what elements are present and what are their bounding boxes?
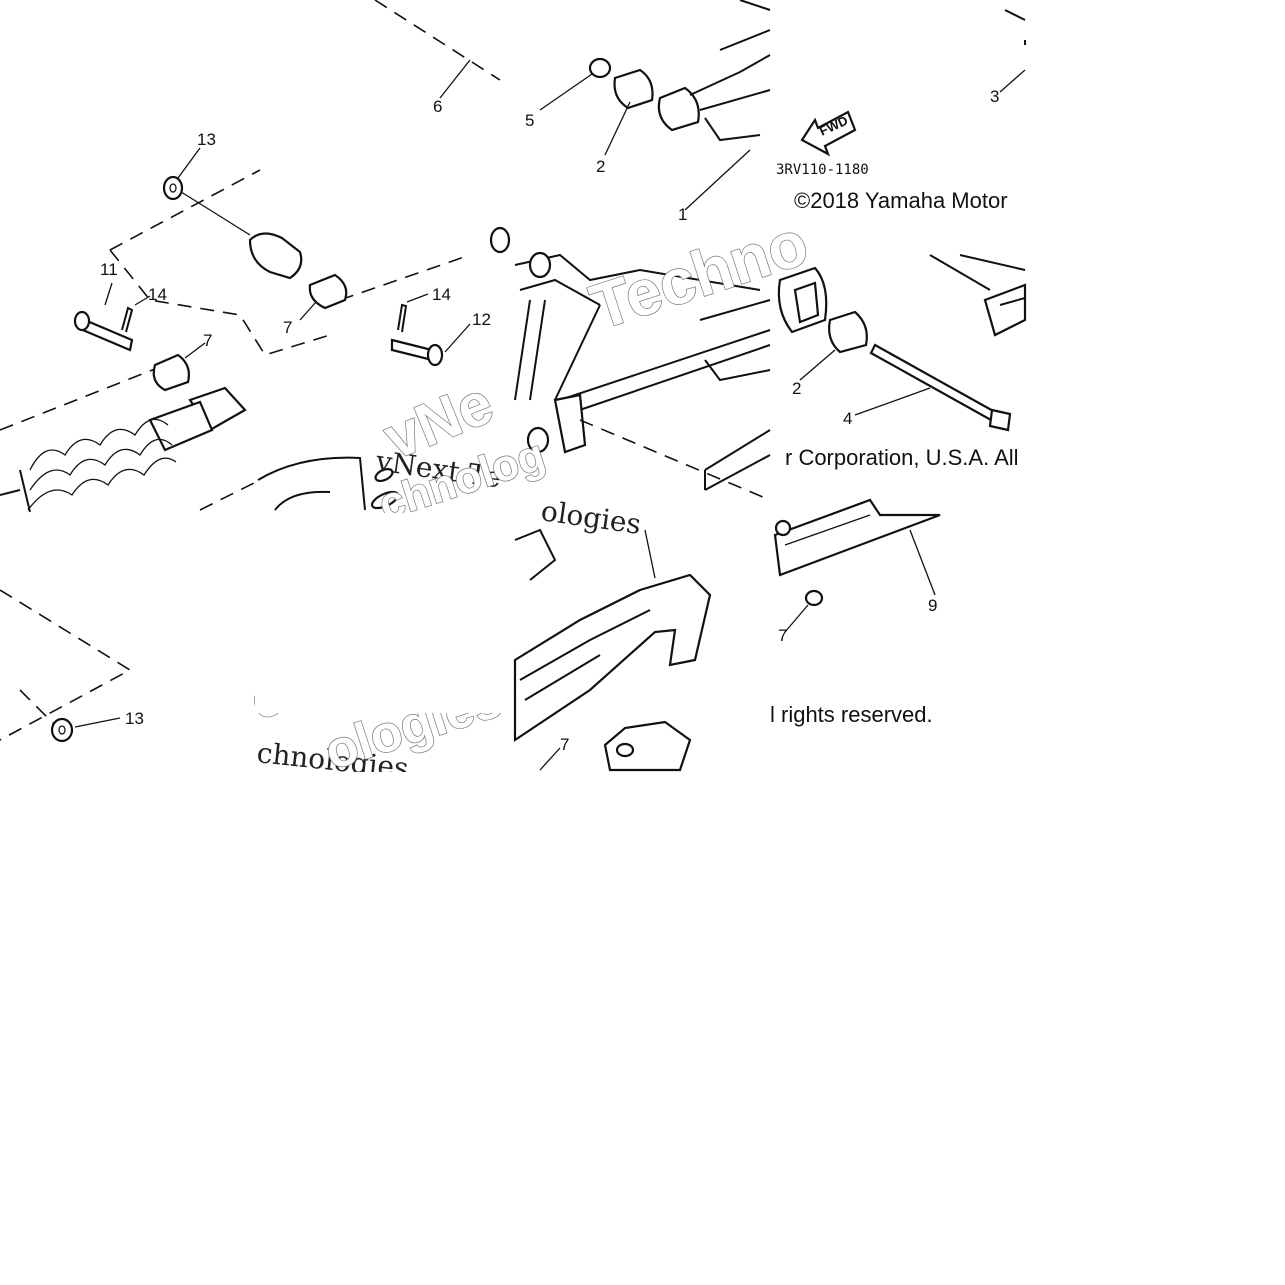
tile-pivot-shaft [773,9,1027,633]
copyright-line-1: ©2018 Yamaha Motor [794,188,1008,213]
callout-3: 3 [990,87,999,106]
callout-6: 9 [928,596,937,615]
svg-text:Techno: Techno [582,206,816,343]
tile-swingarm-pivot [489,0,771,501]
copyright-line-2: r Corporation, U.S.A. All [785,445,1019,470]
callout-12: 12 [472,310,491,329]
fwd-arrow-icon [800,110,857,157]
callout-2-upper: 2 [596,157,605,176]
callout-labels: 6 13 11 14 14 12 7 7 13 5 2 1 3 2 4 9 7 … [100,87,999,754]
callout-14-left: 14 [148,285,167,304]
callout-7-right: 7 [778,626,787,645]
svg-text:ologies: ologies [539,494,643,541]
callout-1: 1 [678,205,687,224]
callout-4: 4 [843,409,852,428]
copyright-line-3: l rights reserved. [770,702,933,727]
tile-lower-mount [0,589,132,743]
tile-shock-mount [0,0,501,513]
callout-13-upper: 13 [197,130,216,149]
callout-10-upper: 7 [283,318,292,337]
callout-11: 11 [100,260,118,279]
callout-14-right: 14 [432,285,451,304]
callout-10-lower: 7 [203,331,212,350]
callout-9: 6 [433,97,442,116]
callout-5: 5 [525,111,534,130]
callout-13-lower: 13 [125,709,144,728]
tile-chain-case [513,528,712,772]
callout-7-left: 7 [560,735,569,754]
callout-2-lower: 2 [792,379,801,398]
drawing-code: 3RV110-1180 [776,162,869,178]
